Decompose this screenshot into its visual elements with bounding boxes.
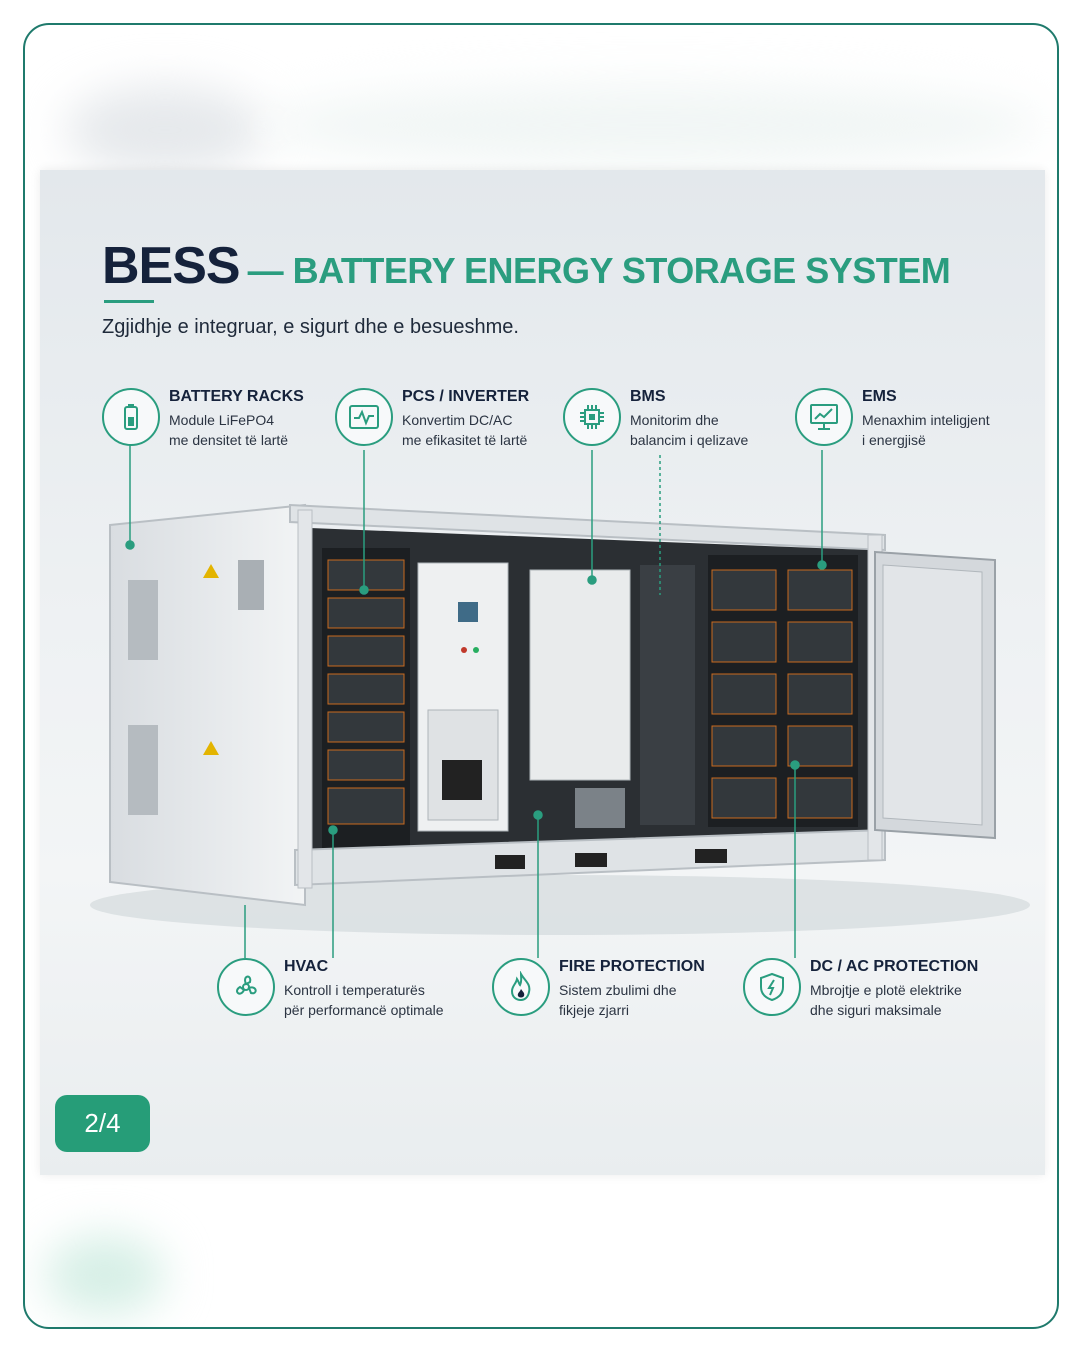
feature-name: BMS xyxy=(630,388,666,405)
blurred-header-decoration xyxy=(65,85,265,175)
feature-name: FIRE PROTECTION xyxy=(559,958,705,975)
feature-desc: me densitet të lartë xyxy=(169,432,289,448)
feature-name: PCS / INVERTER xyxy=(402,388,530,405)
forklift-pocket-2 xyxy=(575,853,607,867)
vent-grille-side xyxy=(238,560,264,610)
shield-bolt-icon xyxy=(743,958,801,1016)
tagline: Zgjidhje e integruar, e sigurt dhe e bes… xyxy=(102,316,519,338)
container-end-wall xyxy=(109,503,306,907)
forklift-pocket-3 xyxy=(695,849,727,863)
warning-sign-lower xyxy=(203,741,219,755)
blurred-header-band xyxy=(265,85,1045,165)
vent-grille-lower xyxy=(128,725,158,815)
title-rest: — BATTERY ENERGY STORAGE SYSTEM xyxy=(247,250,951,291)
corner-post-left xyxy=(297,509,313,889)
bess-container-illustration xyxy=(90,445,1030,958)
carousel-page-indicator: 2/4 xyxy=(55,1095,150,1152)
feature-name: EMS xyxy=(862,388,897,405)
battery-rack-left xyxy=(322,548,410,848)
chip-icon xyxy=(563,388,621,446)
inverter-screen xyxy=(458,602,478,622)
feature-desc: Sistem zbulimi dhe xyxy=(559,982,677,998)
feature-desc: Menaxhim inteligjent xyxy=(862,412,990,428)
monitor-chart-icon xyxy=(795,388,853,446)
battery-icon xyxy=(102,388,160,446)
feature-desc: fikjeje zjarri xyxy=(559,1002,630,1018)
feature-desc: i energjisë xyxy=(862,432,926,448)
feature-desc: Module LiFePO4 xyxy=(169,412,275,428)
feature-desc: Kontroll i temperaturës xyxy=(284,982,425,998)
feature-name: HVAC xyxy=(284,958,329,975)
blurred-footer-decoration xyxy=(45,1235,165,1315)
bess-infographic-card: BESS— BATTERY ENERGY STORAGE SYSTEM Zgji… xyxy=(40,170,1045,1175)
page-title: BESS— BATTERY ENERGY STORAGE SYSTEM xyxy=(102,236,951,296)
feature-desc: dhe siguri maksimale xyxy=(810,1002,942,1018)
callout-leader-lines xyxy=(125,445,827,958)
warning-sign-upper xyxy=(203,564,219,578)
top-beam xyxy=(289,503,886,552)
feature-name: BATTERY RACKS xyxy=(169,388,304,405)
flame-icon xyxy=(492,958,550,1016)
title-main: BESS xyxy=(102,237,241,295)
bms-cabinet xyxy=(529,565,695,828)
inverter-cabinet xyxy=(417,562,509,832)
battery-rack-right xyxy=(708,555,858,827)
feature-name: DC / AC PROTECTION xyxy=(810,958,979,975)
feature-desc: Monitorim dhe xyxy=(630,412,719,428)
feature-desc: për performancë optimale xyxy=(284,1002,444,1018)
fan-icon xyxy=(217,958,275,1016)
feature-desc: Konvertim DC/AC xyxy=(402,412,513,428)
inverter-wave-icon xyxy=(335,388,393,446)
feature-desc: me efikasitet të lartë xyxy=(402,432,528,448)
title-underline xyxy=(104,300,154,303)
feature-desc: Mbrojtje e plotë elektrike xyxy=(810,982,962,998)
feature-desc: balancim i qelizave xyxy=(630,432,749,448)
door-panel xyxy=(882,564,983,826)
forklift-pocket-1 xyxy=(495,855,525,869)
vent-grille-upper xyxy=(128,580,158,660)
